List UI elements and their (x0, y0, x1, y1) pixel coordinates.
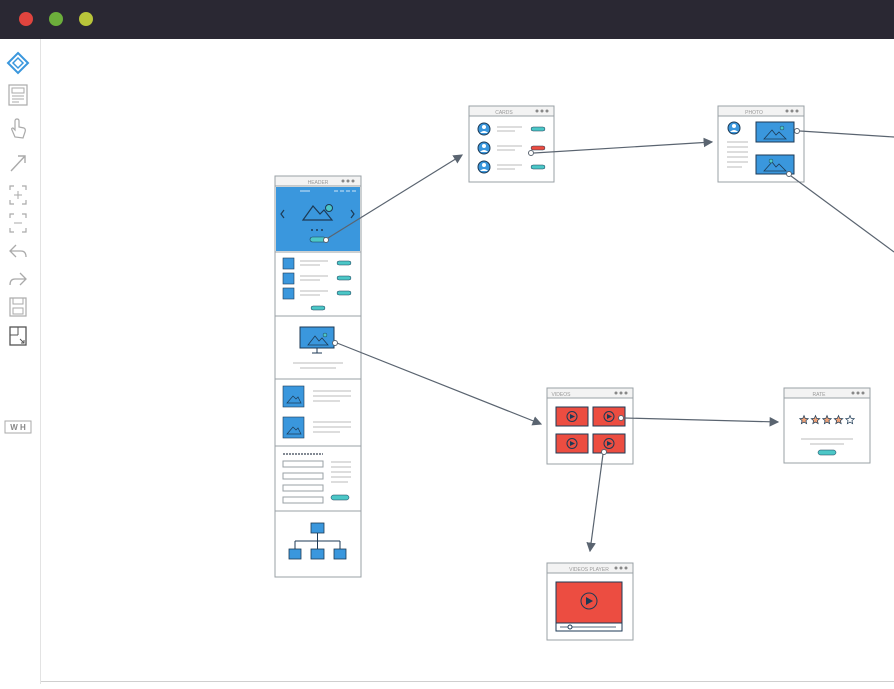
screen-videos-title: VIDEOS (552, 392, 572, 398)
close-button[interactable] (19, 12, 33, 26)
screen-photo[interactable]: PHOTO (717, 105, 805, 183)
photo-icon (755, 154, 795, 175)
screen-rate[interactable]: RATE (783, 387, 871, 464)
arrow-icon[interactable] (6, 151, 30, 175)
screen-header-title: HEADER (308, 180, 329, 186)
screen-videos[interactable]: VIDEOS (546, 387, 634, 465)
logo-icon[interactable] (6, 51, 30, 75)
monitor-icon (299, 326, 335, 354)
image-icon (301, 204, 334, 221)
minimize-button[interactable] (49, 12, 63, 26)
star-icon (810, 414, 821, 425)
screen-header[interactable]: HEADER (274, 175, 362, 578)
photo-icon (755, 121, 795, 143)
video-thumbnail (592, 433, 626, 454)
video-thumbnail (555, 433, 589, 454)
image-text-section (282, 385, 351, 439)
list-section (282, 257, 352, 311)
star-rating (798, 414, 856, 425)
video-player (555, 581, 623, 632)
avatar-icon (477, 122, 491, 136)
wh-icon[interactable]: W H (4, 415, 32, 439)
video-thumbnail (555, 406, 589, 427)
star-icon (821, 414, 833, 425)
redo-icon[interactable] (6, 267, 30, 291)
avatar-icon (727, 121, 741, 135)
star-icon (833, 414, 844, 425)
window-titlebar (0, 0, 894, 39)
wh-label: W H (10, 423, 26, 432)
screen-video-player-title: VIDEOS PLAYER (569, 567, 609, 573)
star-icon (798, 414, 810, 425)
save-icon[interactable] (6, 295, 30, 319)
flow-connectors (327, 130, 894, 553)
chevron-right-icon[interactable] (350, 209, 355, 219)
add-frame-icon[interactable] (6, 183, 30, 207)
avatar-icon (477, 141, 491, 155)
screen-photo-title: PHOTO (745, 110, 763, 116)
wireframe-icon[interactable] (6, 83, 30, 107)
star-icon (844, 414, 856, 425)
form-section (282, 453, 351, 504)
resize-icon[interactable] (6, 324, 30, 348)
sitemap-icon (288, 522, 347, 560)
screen-cards-title: CARDS (495, 110, 513, 116)
screen-cards[interactable]: CARDS (468, 105, 555, 183)
screen-rate-title: RATE (813, 392, 827, 398)
zoom-button[interactable] (79, 12, 93, 26)
tool-sidebar: W H (0, 39, 41, 684)
hand-icon[interactable] (6, 117, 30, 141)
canvas-bottom-edge (41, 681, 894, 682)
avatar-icon (477, 160, 491, 174)
screen-video-player[interactable]: VIDEOS PLAYER (546, 562, 634, 641)
video-thumbnail (592, 406, 626, 427)
chevron-left-icon[interactable] (280, 209, 285, 219)
undo-icon[interactable] (6, 239, 30, 263)
flow-canvas[interactable]: HEADER (41, 39, 894, 684)
remove-frame-icon[interactable] (6, 211, 30, 235)
